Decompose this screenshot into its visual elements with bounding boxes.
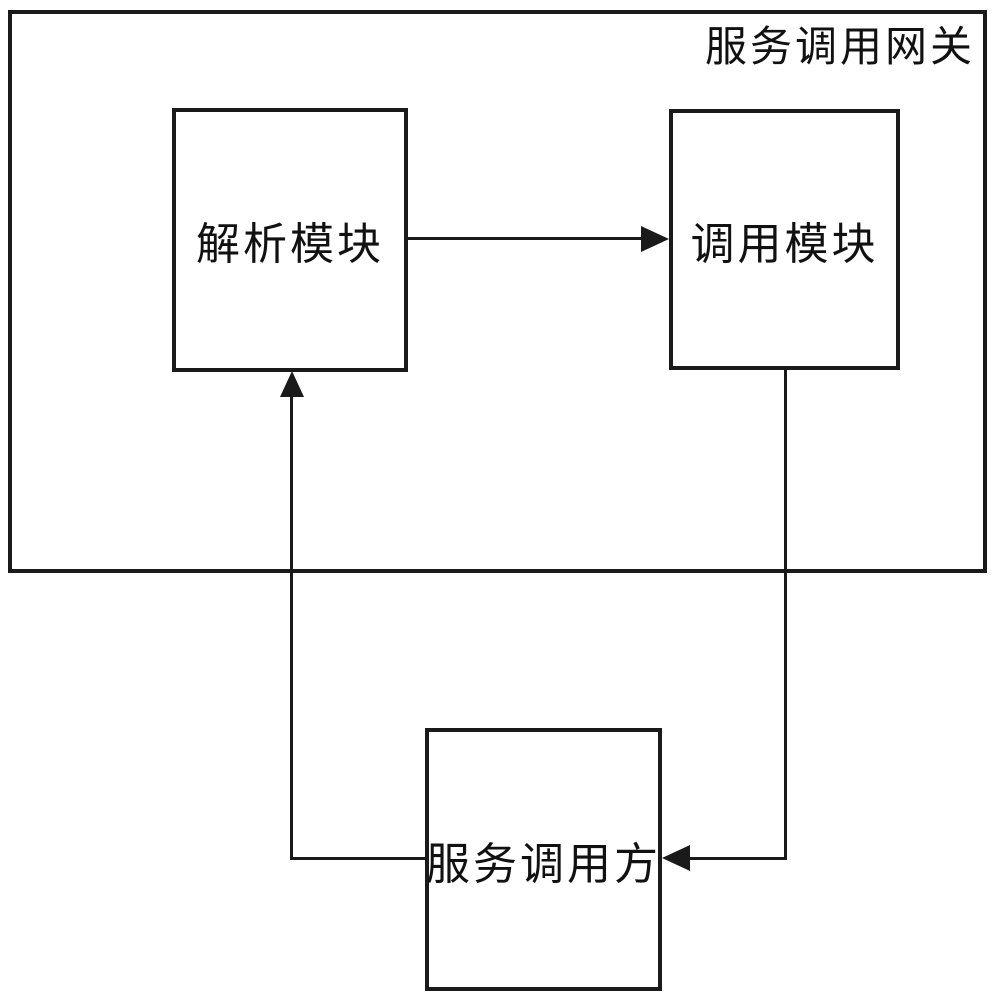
arrowhead-up-icon (280, 371, 304, 397)
edge-parse-to-invoke-line (408, 237, 643, 240)
gateway-label: 服务调用网关 (704, 22, 975, 71)
node-invoke-module: 调用模块 (669, 109, 900, 370)
arrowhead-right-icon (641, 226, 669, 252)
node-service-caller-label: 服务调用方 (426, 838, 661, 890)
node-service-caller: 服务调用方 (425, 728, 662, 991)
arrowhead-left-icon (662, 845, 690, 871)
edge-caller-to-parse-vertical-line (290, 396, 293, 860)
node-parse-module: 解析模块 (172, 108, 408, 372)
node-parse-module-label: 解析模块 (196, 219, 384, 270)
edge-caller-to-parse-horizontal-line (290, 857, 425, 860)
edge-invoke-to-caller-horizontal-line (688, 857, 787, 860)
node-invoke-module-label: 调用模块 (690, 218, 879, 270)
edge-invoke-to-caller-vertical-line (784, 370, 787, 860)
